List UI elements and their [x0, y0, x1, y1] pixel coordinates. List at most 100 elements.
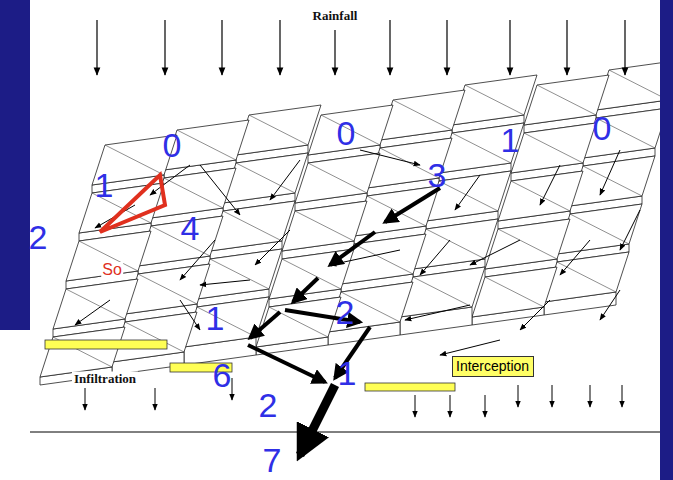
- cell-top: [40, 327, 125, 377]
- cell-diagonal: [498, 229, 557, 259]
- flow-arrow: [200, 280, 250, 285]
- accumulation-number: 1: [338, 356, 357, 390]
- accumulation-number: 1: [206, 301, 225, 335]
- white-panel: [30, 0, 660, 480]
- flow-arrow: [520, 300, 550, 330]
- cell-diagonal: [439, 181, 498, 211]
- cell-top: [511, 123, 596, 173]
- cell-diagonal: [570, 214, 629, 244]
- flow-arrow: [75, 300, 110, 325]
- cell-top: [413, 219, 498, 269]
- box-text: Interception: [453, 357, 533, 376]
- flow-arrow: [455, 175, 480, 210]
- cell-top: [197, 249, 282, 299]
- cell-top: [210, 201, 295, 251]
- rain-arrow: [221, 20, 222, 75]
- flow-arrow: [600, 150, 620, 195]
- infiltration-arrow: [485, 395, 486, 417]
- cell-diagonal: [485, 277, 544, 307]
- cell-top: [498, 171, 583, 221]
- channel-arrow: [385, 188, 440, 222]
- cell-top: [53, 279, 138, 329]
- infiltration-arrow: [518, 385, 519, 407]
- accumulation-number: 6: [213, 358, 232, 392]
- accumulation-number: 4: [181, 211, 200, 245]
- cell-diagonal: [249, 115, 308, 145]
- flow-arrow: [255, 230, 290, 265]
- infiltration-arrow: [232, 378, 233, 400]
- cell-top: [472, 267, 557, 317]
- channel-arrow: [330, 232, 375, 265]
- rain-arrow: [96, 20, 97, 75]
- accumulation-number: 3: [428, 158, 447, 192]
- accumulation-number: 1: [95, 168, 114, 202]
- infiltration-bar: [45, 340, 167, 349]
- rain-arrow: [279, 20, 280, 75]
- cell-top: [439, 123, 524, 173]
- cell-top: [380, 90, 465, 140]
- cell-top: [125, 264, 210, 314]
- infiltration-arrow: [450, 395, 451, 417]
- cell-diagonal: [66, 289, 125, 319]
- infiltration-bar: [365, 383, 455, 391]
- cell-top: [570, 156, 655, 206]
- accumulation-number: 1: [501, 123, 520, 157]
- cell-diagonal: [426, 229, 485, 259]
- cell-diagonal: [465, 85, 524, 115]
- slope-label: So: [101, 262, 123, 278]
- interception-box: Interception: [452, 356, 534, 377]
- infiltration-arrow: [155, 388, 156, 410]
- rain-arrow: [389, 20, 390, 75]
- rain-arrow: [164, 20, 165, 75]
- cell-top: [400, 267, 485, 317]
- flow-arrow: [180, 300, 200, 330]
- infiltration-label: Infiltration: [72, 372, 138, 385]
- rainfall-label: Rainfall: [311, 9, 360, 22]
- cell-top: [138, 216, 223, 266]
- infiltration-arrow: [590, 385, 591, 407]
- rain-arrow: [446, 20, 447, 75]
- cell-top: [308, 105, 393, 155]
- flow-arrow: [270, 160, 300, 200]
- cell-top: [341, 234, 426, 284]
- flow-arrow: [420, 240, 450, 275]
- cell-top: [236, 105, 321, 155]
- cell-top: [112, 312, 197, 362]
- accumulation-number: 7: [263, 443, 282, 477]
- cell-top: [583, 108, 660, 158]
- cell-top: [79, 183, 164, 233]
- base-line: [30, 432, 660, 433]
- cell-top: [452, 75, 537, 125]
- outlet-arrow: [300, 385, 335, 455]
- flow-arrow: [560, 240, 590, 275]
- cell-diagonal: [524, 133, 583, 163]
- cell-diagonal: [393, 100, 452, 130]
- cell-top: [295, 153, 380, 203]
- cell-diagonal: [413, 277, 472, 307]
- rain-arrow: [509, 20, 510, 75]
- cell-diagonal: [105, 145, 164, 175]
- cell-diagonal: [609, 70, 660, 100]
- cell-top: [544, 252, 629, 302]
- cell-top: [485, 219, 570, 269]
- infiltration-arrow: [85, 388, 86, 410]
- cell-diagonal: [177, 130, 236, 160]
- cell-top: [66, 231, 151, 281]
- channel-arrow: [250, 312, 280, 338]
- flow-arrow: [540, 165, 560, 205]
- flow-arrow: [470, 240, 520, 265]
- accumulation-number: 2: [259, 388, 278, 422]
- accumulation-number: 0: [593, 111, 612, 145]
- rain-arrow: [334, 30, 335, 75]
- flow-arrow: [200, 165, 240, 215]
- flow-arrow: [405, 305, 470, 320]
- cell-top: [354, 186, 439, 236]
- rain-arrow: [566, 20, 567, 75]
- channel-arrow: [293, 278, 318, 302]
- cell-diagonal: [138, 274, 197, 304]
- accumulation-number: 0: [337, 116, 356, 150]
- cell-diagonal: [295, 211, 354, 241]
- cell-top: [557, 204, 642, 254]
- cell-top: [328, 282, 413, 332]
